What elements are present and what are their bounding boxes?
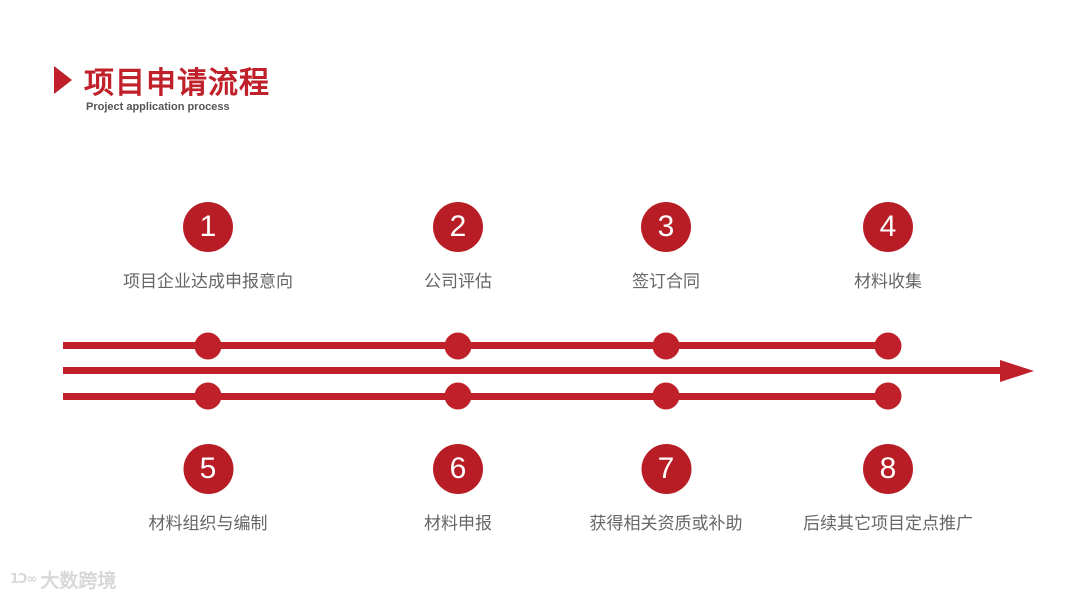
page-title: 项目申请流程 xyxy=(84,66,270,101)
timeline-dot xyxy=(194,332,222,360)
timeline-line-top xyxy=(63,342,889,349)
step-number-badge: 8 xyxy=(863,444,913,494)
step-label: 材料申报 xyxy=(424,514,492,534)
title-arrow-icon xyxy=(54,66,72,94)
step-label: 获得相关资质或补助 xyxy=(589,514,743,534)
step-number-badge: 3 xyxy=(641,202,691,252)
timeline-dot xyxy=(652,332,680,360)
page-subtitle: Project application process xyxy=(86,101,230,113)
step-number-badge: 7 xyxy=(641,444,691,494)
step-number-badge: 1 xyxy=(183,202,233,252)
step-4: 4 材料收集 xyxy=(854,202,922,292)
timeline-dot xyxy=(444,332,472,360)
step-label: 材料组织与编制 xyxy=(148,514,268,534)
timeline-dot xyxy=(194,382,222,410)
watermark-logo-icon: 1Ɔ∞ xyxy=(10,572,37,587)
step-label: 公司评估 xyxy=(424,272,492,292)
step-number-badge: 6 xyxy=(433,444,483,494)
timeline-dot xyxy=(874,332,902,360)
step-1: 1 项目企业达成申报意向 xyxy=(123,202,293,292)
step-label: 项目企业达成申报意向 xyxy=(123,272,293,292)
timeline-line-middle xyxy=(63,367,1008,374)
timeline-dot xyxy=(874,382,902,410)
arrow-right-icon xyxy=(1000,360,1034,382)
step-label: 签订合同 xyxy=(632,272,700,292)
step-5: 5 材料组织与编制 xyxy=(149,444,268,534)
step-number-badge: 2 xyxy=(433,202,483,252)
watermark: 1Ɔ∞ 大数跨境 xyxy=(10,566,116,593)
step-number-badge: 5 xyxy=(183,444,233,494)
step-3: 3 签订合同 xyxy=(632,202,700,292)
step-number-badge: 4 xyxy=(863,202,913,252)
step-label: 后续其它项目定点推广 xyxy=(803,514,973,534)
watermark-text: 大数跨境 xyxy=(40,570,117,592)
step-label: 材料收集 xyxy=(854,272,922,292)
timeline-dot xyxy=(444,382,472,410)
timeline-dot xyxy=(652,382,680,410)
step-2: 2 公司评估 xyxy=(424,202,492,292)
step-7: 7 获得相关资质或补助 xyxy=(590,444,743,534)
step-8: 8 后续其它项目定点推广 xyxy=(803,444,973,534)
timeline-line-bottom xyxy=(63,393,889,400)
step-6: 6 材料申报 xyxy=(424,444,492,534)
